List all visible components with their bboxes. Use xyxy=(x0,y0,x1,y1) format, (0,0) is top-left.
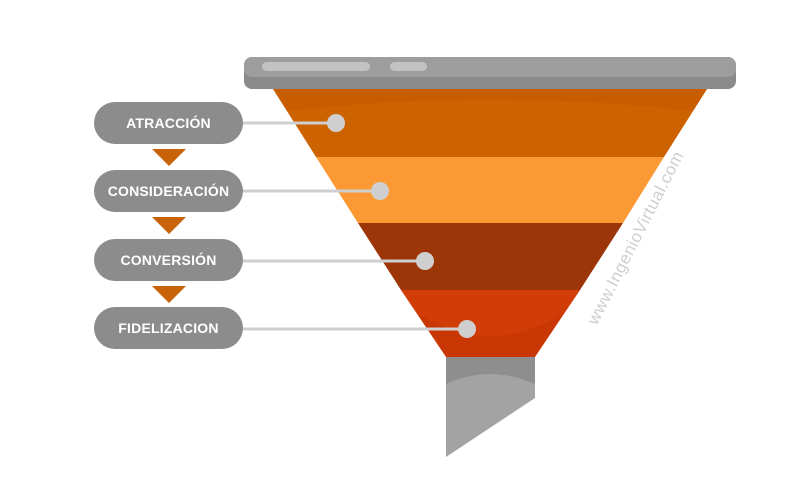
down-arrow-icon xyxy=(152,286,186,303)
down-arrow-icon xyxy=(152,217,186,234)
stage-label-consideracion: CONSIDERACIÓN xyxy=(94,170,243,212)
connector-dot-consideracion xyxy=(371,182,389,200)
stage-label-conversion: CONVERSIÓN xyxy=(94,239,243,281)
down-arrow-icon xyxy=(152,149,186,166)
funnel-spout xyxy=(446,374,535,457)
funnel-band-conversion xyxy=(358,223,623,290)
rim-slot-long xyxy=(262,62,370,71)
stage-label-fidelizacion: FIDELIZACION xyxy=(94,307,243,349)
rim-slot-short xyxy=(390,62,427,71)
connector-dot-atraccion xyxy=(327,114,345,132)
connector-dot-conversion xyxy=(416,252,434,270)
stage-label-atraccion: ATRACCIÓN xyxy=(94,102,243,144)
connector-dot-fidelizacion xyxy=(458,320,476,338)
